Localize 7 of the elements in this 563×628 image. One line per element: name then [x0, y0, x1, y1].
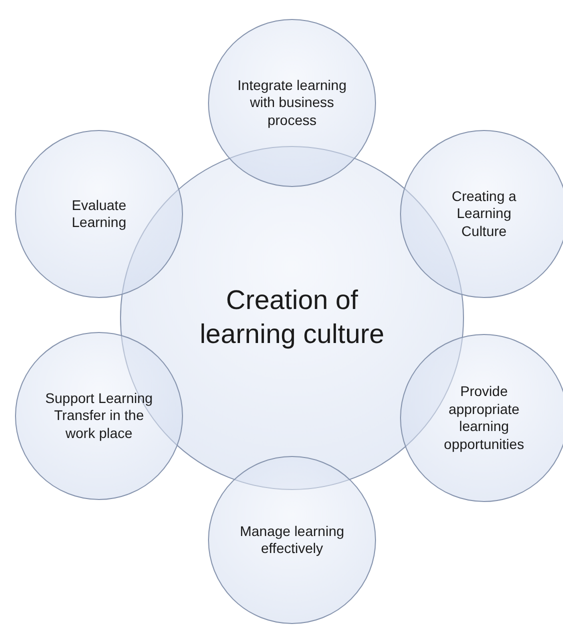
circle-label: Support Learning Transfer in the work place	[44, 390, 154, 442]
center-label: Creation of learning culture	[198, 284, 386, 351]
circle-label: Evaluate Learning	[70, 196, 128, 232]
circle-label: Manage learning effectively	[238, 522, 346, 558]
circle-label: Integrate learning with business process	[236, 76, 348, 130]
circle-label: Creating a Learning Culture	[450, 188, 518, 240]
circle-label: Provide appropriate learning opportunities	[442, 383, 526, 453]
